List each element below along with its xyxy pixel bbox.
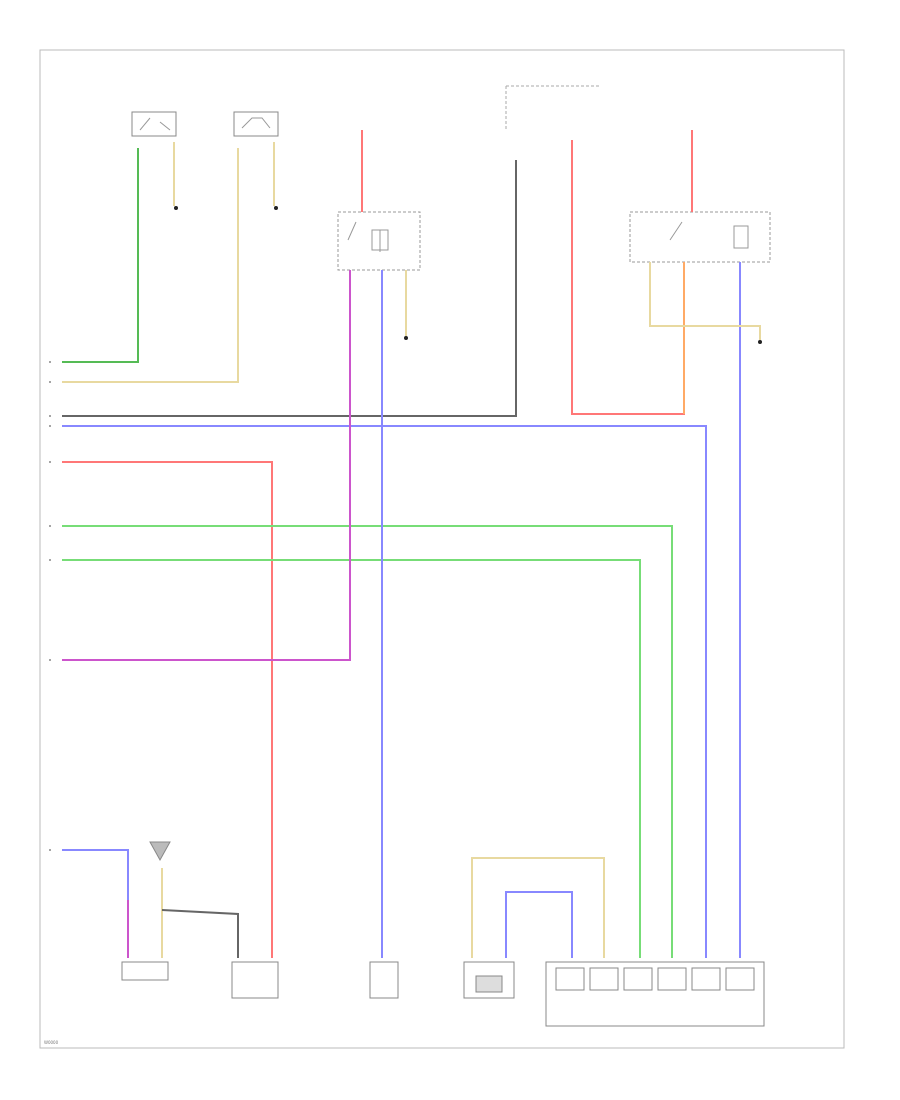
- wire-gray-1: [62, 160, 517, 417]
- lamp-symbol: [149, 841, 171, 862]
- ground-point-2: [274, 206, 278, 210]
- bottom-connector-1: [121, 961, 169, 981]
- bottom-connector-2: [231, 961, 279, 999]
- top-left-switch-2: [233, 111, 279, 137]
- center-relay: [337, 211, 421, 271]
- ground-point-3: [404, 336, 408, 340]
- top-left-switch-1: [131, 111, 177, 137]
- wire-purple-1: [62, 270, 351, 661]
- right-relay: [629, 211, 771, 263]
- bottom-connector-4: [463, 961, 515, 999]
- wire-tan-bottom-center: [471, 857, 605, 958]
- left-edge-terminals: [49, 361, 51, 851]
- wire-tan-1: [62, 148, 239, 383]
- diagram-code: W0000: [44, 1040, 59, 1045]
- wire-green-1: [62, 148, 139, 363]
- wire-tan-right-loop: [649, 262, 761, 340]
- ground-point-1: [174, 206, 178, 210]
- wire-red-1: [62, 461, 273, 958]
- bottom-connector-3: [369, 961, 399, 999]
- wire-blue-1: [62, 425, 707, 958]
- ground-point-4: [758, 340, 762, 344]
- instrument-cluster: [545, 961, 765, 1027]
- wire-blue-bottom-center: [505, 891, 573, 958]
- wire-green-2: [62, 525, 673, 958]
- diagram-frame: [39, 49, 845, 1049]
- wire-gray-bottom-left: [161, 909, 239, 958]
- wire-green-3: [62, 559, 641, 958]
- top-center-outline: [505, 85, 600, 130]
